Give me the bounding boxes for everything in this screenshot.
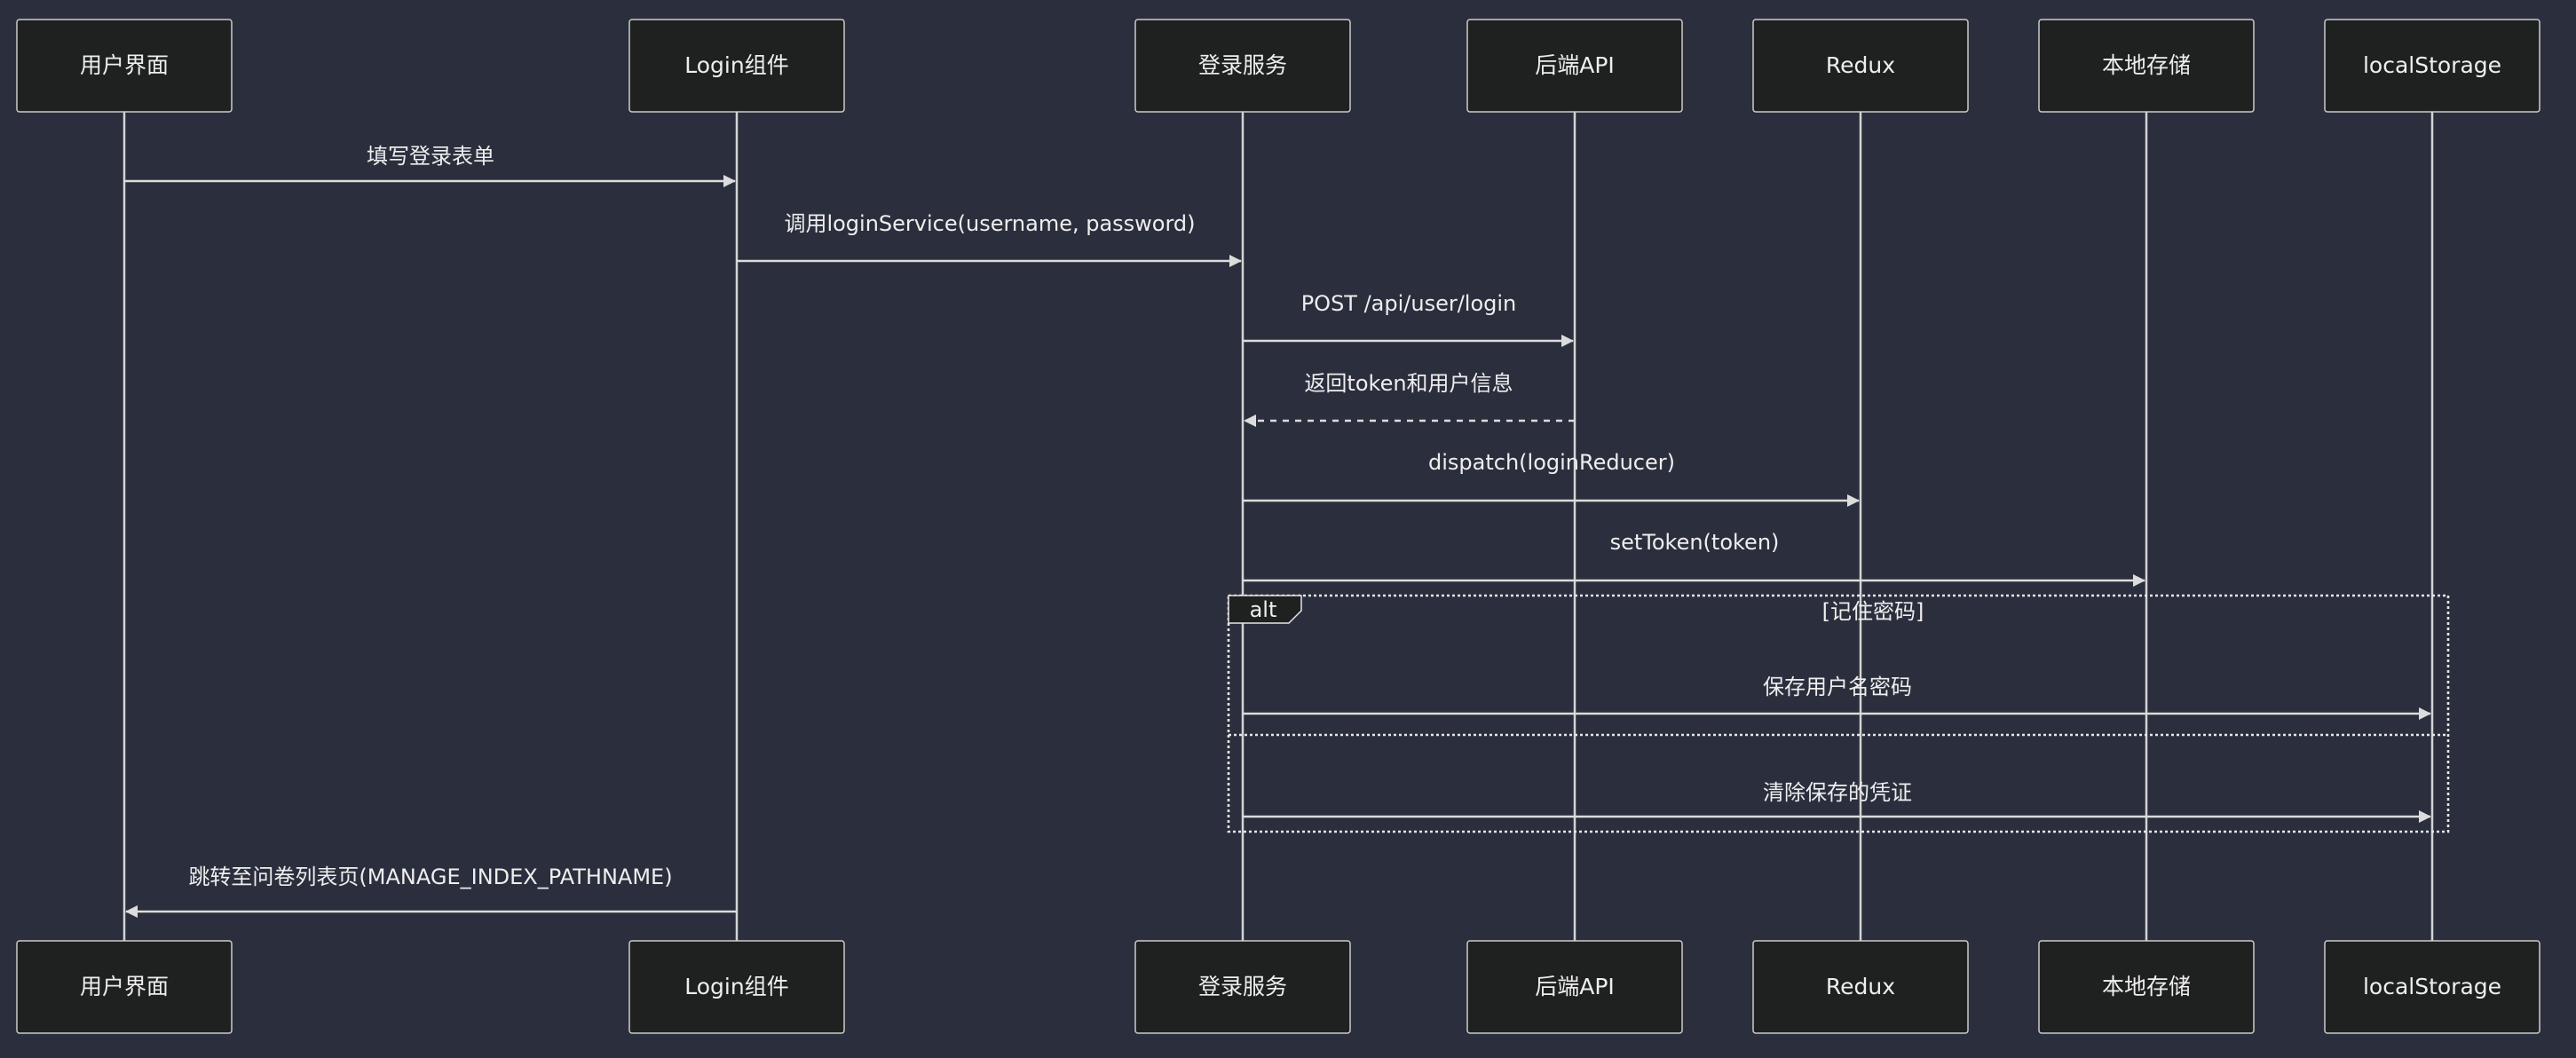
actor-redux-bottom: Redux xyxy=(1752,940,1969,1034)
actor-label: 后端API xyxy=(1535,974,1615,999)
actor-service-top: 登录服务 xyxy=(1134,19,1351,113)
message-7: 保存用户名密码 xyxy=(1243,675,2431,720)
actor-label: 后端API xyxy=(1535,52,1615,78)
message-label: 调用loginService(username, password) xyxy=(784,211,1195,236)
actor-label: Login组件 xyxy=(684,52,788,78)
alt-condition: [记住密码] xyxy=(1822,599,1924,624)
actor-label: 用户界面 xyxy=(80,52,169,78)
actor-api-bottom: 后端API xyxy=(1466,940,1683,1034)
actor-login-top: Login组件 xyxy=(628,19,845,113)
message-label: POST /api/user/login xyxy=(1301,291,1517,316)
message-label: 填写登录表单 xyxy=(367,144,494,169)
actor-ui-top: 用户界面 xyxy=(16,19,233,113)
message-1: 填写登录表单 xyxy=(124,144,736,187)
message-5: dispatch(loginReducer) xyxy=(1243,450,1860,507)
actor-label: 本地存储 xyxy=(2102,974,2191,999)
message-label: 清除保存的凭证 xyxy=(1763,780,1912,805)
alt-frame-border xyxy=(1227,594,2450,833)
actor-label: 登录服务 xyxy=(1198,974,1287,999)
message-label: setToken(token) xyxy=(1610,530,1780,555)
alt-label: alt xyxy=(1250,597,1277,622)
message-3: POST /api/user/login xyxy=(1243,291,1574,347)
actor-box xyxy=(628,940,845,1034)
alt-fragment: alt [记住密码] xyxy=(1227,594,2450,833)
actor-box xyxy=(628,19,845,113)
actor-label: 用户界面 xyxy=(80,974,169,999)
message-label: 跳转至问卷列表页(MANAGE_INDEX_PATHNAME) xyxy=(188,865,672,889)
actor-box xyxy=(16,940,233,1034)
actor-box xyxy=(2324,940,2540,1034)
actor-box xyxy=(2038,940,2255,1034)
message-label: dispatch(loginReducer) xyxy=(1428,450,1675,475)
message-2: 调用loginService(username, password) xyxy=(737,211,1242,267)
actor-redux-top: Redux xyxy=(1752,19,1969,113)
actor-label: localStorage xyxy=(2363,974,2501,999)
message-9: 跳转至问卷列表页(MANAGE_INDEX_PATHNAME) xyxy=(125,865,737,918)
actor-ui-bottom: 用户界面 xyxy=(16,940,233,1034)
message-8: 清除保存的凭证 xyxy=(1243,780,2431,823)
message-label: 返回token和用户信息 xyxy=(1304,371,1513,396)
actor-label: localStorage xyxy=(2363,52,2501,78)
actor-api-top: 后端API xyxy=(1466,19,1683,113)
actor-local-top: 本地存储 xyxy=(2038,19,2255,113)
actor-box xyxy=(1752,940,1969,1034)
actor-box xyxy=(2038,19,2255,113)
actor-label: 登录服务 xyxy=(1198,52,1287,78)
actor-service-bottom: 登录服务 xyxy=(1134,940,1351,1034)
actor-box xyxy=(1134,940,1351,1034)
actor-label: Redux xyxy=(1826,52,1895,78)
actor-label: Login组件 xyxy=(684,974,788,999)
actor-local-bottom: 本地存储 xyxy=(2038,940,2255,1034)
message-4: 返回token和用户信息 xyxy=(1244,371,1575,427)
actor-box xyxy=(1134,19,1351,113)
actor-box xyxy=(1466,19,1683,113)
actor-label: Redux xyxy=(1826,974,1895,999)
actor-ls-bottom: localStorage xyxy=(2324,940,2540,1034)
message-label: 保存用户名密码 xyxy=(1763,675,1912,699)
actor-box xyxy=(1466,940,1683,1034)
actor-ls-top: localStorage xyxy=(2324,19,2540,113)
actor-login-bottom: Login组件 xyxy=(628,940,845,1034)
actor-box xyxy=(1752,19,1969,113)
message-6: setToken(token) xyxy=(1243,530,2145,587)
actor-box xyxy=(2324,19,2540,113)
alt-tab xyxy=(1228,595,1302,624)
actor-label: 本地存储 xyxy=(2102,52,2191,78)
actor-box xyxy=(16,19,233,113)
